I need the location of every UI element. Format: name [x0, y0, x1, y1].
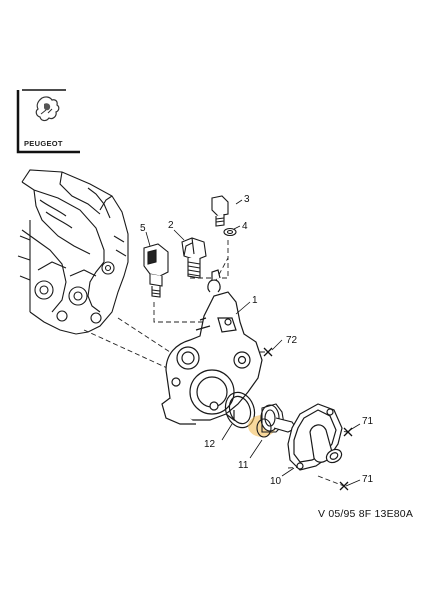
- callout-71-upper: 71: [362, 416, 374, 427]
- callout-3: 3: [244, 194, 250, 205]
- part-3-bleed-screw: [211, 195, 229, 227]
- part-2-plug: [181, 237, 207, 279]
- part-10-water-outlet: [287, 403, 343, 471]
- drawing-reference-code: V 05/95 8F 13E80A: [318, 508, 414, 520]
- part-11-thermostat: [248, 403, 297, 438]
- callout-71-lower: 71: [362, 474, 374, 485]
- callout-1: 1: [252, 295, 258, 306]
- part-1-thermostat-housing: [161, 269, 263, 425]
- callout-2: 2: [168, 220, 174, 231]
- brand-name: PEUGEOT: [24, 139, 63, 148]
- part-4-washer: [223, 227, 237, 237]
- callout-12: 12: [204, 439, 216, 450]
- callout-10: 10: [270, 476, 282, 487]
- callout-5: 5: [140, 223, 146, 234]
- bolt-markers: [263, 347, 353, 491]
- callout-leaders: [145, 199, 361, 487]
- brand-logo: PEUGEOT: [16, 89, 80, 154]
- callout-11: 11: [238, 460, 249, 471]
- part-5-temperature-sensor: [143, 243, 169, 298]
- part-12-o-ring: [224, 391, 256, 429]
- peugeot-lion-icon: [35, 96, 60, 122]
- cylinder-head: [17, 169, 129, 335]
- callout-72: 72: [286, 335, 298, 346]
- callout-labels: 3 4 2 5 1 72 71 71 12 11 10: [140, 194, 374, 487]
- callout-4: 4: [242, 221, 248, 232]
